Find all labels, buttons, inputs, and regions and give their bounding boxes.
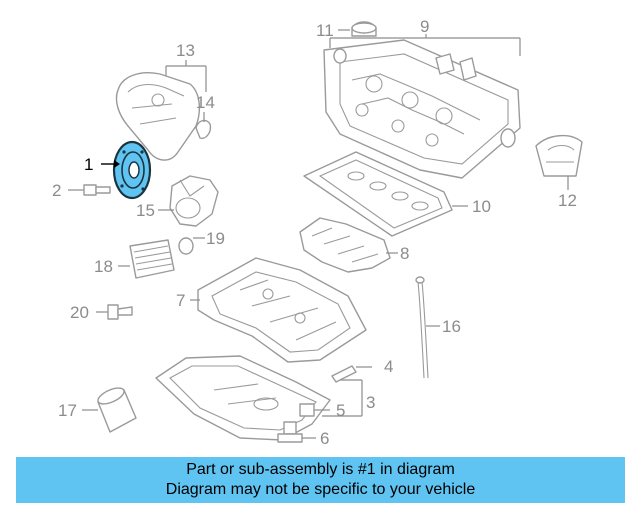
callout-7: 7 [176,291,185,310]
drain-plug-6[interactable] [277,421,316,443]
callout-4: 4 [384,357,393,376]
callout-15: 15 [136,201,155,220]
oil-cooler-18[interactable] [118,239,175,279]
oil-filter-17[interactable] [82,385,137,433]
callout-11: 11 [316,21,334,40]
sensor-4[interactable] [331,365,372,383]
callout-13: 13 [176,41,195,60]
callout-16: 16 [442,317,461,336]
callout-18: 18 [94,257,113,276]
timing-cover[interactable] [115,72,201,161]
parts-diagram: 1 2 3 4 5 6 7 8 9 10 11 12 13 14 15 16 1… [52,17,583,448]
callout-14: 14 [196,93,215,112]
info-banner: Part or sub-assembly is #1 in diagram Di… [16,457,625,503]
upper-oil-pan-7[interactable] [190,257,367,363]
banner-line-2: Diagram may not be specific to your vehi… [165,481,476,498]
bolt-20[interactable] [96,304,133,320]
gasket-10[interactable] [303,151,468,237]
callout-10: 10 [472,197,491,216]
callout-8: 8 [400,244,409,263]
o-ring-19[interactable] [178,237,205,255]
callout-6: 6 [320,429,329,448]
callout-12: 12 [558,191,577,210]
lower-oil-pan-3[interactable] [155,355,331,441]
bolt-2[interactable] [68,184,111,196]
seal-14[interactable] [195,112,212,139]
callout-19: 19 [206,229,225,248]
callout-3-bracket [322,379,363,417]
callout-5: 5 [336,401,345,420]
callout-9: 9 [420,17,429,36]
callout-20: 20 [70,303,89,322]
oil-cap-11[interactable] [338,21,377,37]
highlighted-part-1[interactable] [101,140,152,200]
intake-manifold-8[interactable] [299,217,398,273]
callout-1: 1 [84,155,93,174]
housing-15[interactable] [158,175,219,227]
callout-3: 3 [366,393,375,412]
callout-17: 17 [58,401,77,420]
cover-12[interactable] [535,135,583,190]
plug-5[interactable] [299,403,330,417]
cylinder-head-9[interactable] [323,34,521,179]
callout-2: 2 [52,181,61,200]
dipstick-16[interactable] [415,276,440,379]
banner-line-1: Part or sub-assembly is #1 in diagram [186,461,455,478]
